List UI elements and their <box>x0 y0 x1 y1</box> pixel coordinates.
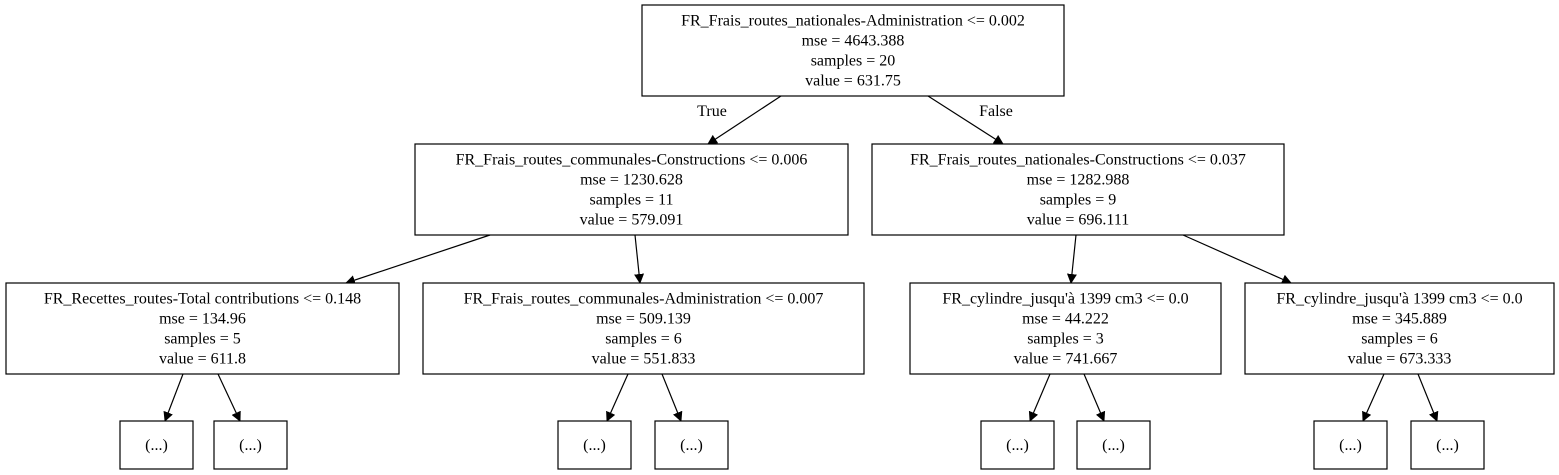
edge-n1-n3 <box>345 234 491 285</box>
collapsed-leaf-node-l2: (...) <box>557 420 632 470</box>
edge-n5-l5 <box>1083 373 1106 422</box>
node-box <box>422 282 865 375</box>
node-box <box>1313 420 1388 470</box>
node-split-label: FR_Frais_routes_communales-Administratio… <box>464 291 824 308</box>
node-box <box>557 420 632 470</box>
edge-n2-n5 <box>1066 234 1077 284</box>
node-stat-label: mse = 509.139 <box>596 311 691 328</box>
tree-node-n0: FR_Frais_routes_nationales-Administratio… <box>641 4 1065 97</box>
node-stat-label: samples = 3 <box>1027 331 1104 348</box>
node-box <box>1244 282 1555 375</box>
node-split-label: (...) <box>1339 437 1362 454</box>
node-stat-label: value = 741.667 <box>1014 351 1118 368</box>
node-box <box>641 4 1065 97</box>
collapsed-leaf-node-l7: (...) <box>1410 420 1485 470</box>
node-split-label: (...) <box>145 437 168 454</box>
tree-node-n2: FR_Frais_routes_nationales-Constructions… <box>871 143 1285 236</box>
node-split-label: FR_Frais_routes_nationales-Administratio… <box>681 13 1025 30</box>
node-split-label: FR_Recettes_routes-Total contributions <… <box>44 291 361 308</box>
node-box <box>909 282 1222 375</box>
node-split-label: FR_Frais_routes_communales-Constructions… <box>456 152 808 169</box>
tree-node-n3: FR_Recettes_routes-Total contributions <… <box>5 282 400 375</box>
tree-node-n4: FR_Frais_routes_communales-Administratio… <box>422 282 865 375</box>
tree-node-n6: FR_cylindre_jusqu'à 1399 cm3 <= 0.0 mse =… <box>1244 282 1555 375</box>
edge-n3-l0 <box>163 373 184 422</box>
node-split-label: FR_cylindre_jusqu'à 1399 cm3 <= 0.0 <box>942 291 1188 308</box>
edge-label-true: True <box>697 103 727 120</box>
edge-n5-l4 <box>1028 373 1051 422</box>
edge-n6-l7 <box>1417 373 1439 422</box>
node-stat-label: value = 579.091 <box>580 212 684 229</box>
node-split-label: FR_cylindre_jusqu'à 1399 cm3 <= 0.0 <box>1276 291 1522 308</box>
nodes-layer: FR_Frais_routes_nationales-Administratio… <box>5 4 1555 470</box>
collapsed-leaf-node-l5: (...) <box>1076 420 1151 470</box>
node-box <box>1076 420 1151 470</box>
node-stat-label: mse = 1282.988 <box>1027 172 1130 189</box>
collapsed-leaf-node-l4: (...) <box>980 420 1055 470</box>
collapsed-leaf-node-l0: (...) <box>119 420 194 470</box>
node-box <box>654 420 729 470</box>
edge-n2-n6 <box>1182 234 1292 284</box>
edge-n6-l6 <box>1362 373 1385 422</box>
edge-n4-l2 <box>606 373 629 422</box>
tree-node-n5: FR_cylindre_jusqu'à 1399 cm3 <= 0.0 mse =… <box>909 282 1222 375</box>
node-stat-label: mse = 4643.388 <box>802 33 905 50</box>
node-stat-label: samples = 5 <box>164 331 241 348</box>
node-split-label: (...) <box>680 437 703 454</box>
node-split-label: (...) <box>1006 437 1029 454</box>
collapsed-leaf-node-l1: (...) <box>213 420 288 470</box>
node-stat-label: mse = 345.889 <box>1352 311 1447 328</box>
node-stat-label: value = 551.833 <box>592 351 696 368</box>
tree-node-n1: FR_Frais_routes_communales-Constructions… <box>414 143 849 236</box>
node-box <box>213 420 288 470</box>
node-stat-label: samples = 6 <box>605 331 682 348</box>
node-stat-label: value = 611.8 <box>159 351 246 368</box>
node-stat-label: mse = 1230.628 <box>580 172 683 189</box>
node-box <box>414 143 849 236</box>
node-box <box>119 420 194 470</box>
node-stat-label: samples = 6 <box>1361 331 1438 348</box>
collapsed-leaf-node-l6: (...) <box>1313 420 1388 470</box>
node-split-label: (...) <box>1102 437 1125 454</box>
node-stat-label: samples = 11 <box>590 192 674 209</box>
edge-n0-n2 <box>927 95 1004 145</box>
node-split-label: (...) <box>1436 437 1459 454</box>
node-box <box>5 282 400 375</box>
node-box <box>1410 420 1485 470</box>
collapsed-leaf-node-l3: (...) <box>654 420 729 470</box>
node-box <box>871 143 1285 236</box>
node-stat-label: value = 696.111 <box>1027 212 1129 229</box>
node-split-label: FR_Frais_routes_nationales-Constructions… <box>910 152 1246 169</box>
node-split-label: (...) <box>239 437 262 454</box>
node-box <box>980 420 1055 470</box>
edge-n3-l1 <box>217 373 241 422</box>
node-stat-label: mse = 134.96 <box>159 311 246 328</box>
edge-n0-n1 <box>707 95 782 145</box>
edge-n1-n4 <box>634 234 645 284</box>
node-stat-label: samples = 9 <box>1040 192 1117 209</box>
edges-layer: True False <box>163 95 1439 422</box>
node-stat-label: value = 631.75 <box>805 73 901 90</box>
node-split-label: (...) <box>583 437 606 454</box>
node-stat-label: samples = 20 <box>811 53 896 70</box>
node-stat-label: value = 673.333 <box>1348 351 1452 368</box>
edge-label-false: False <box>979 103 1013 120</box>
edge-n4-l3 <box>661 373 683 422</box>
node-stat-label: mse = 44.222 <box>1022 311 1109 328</box>
